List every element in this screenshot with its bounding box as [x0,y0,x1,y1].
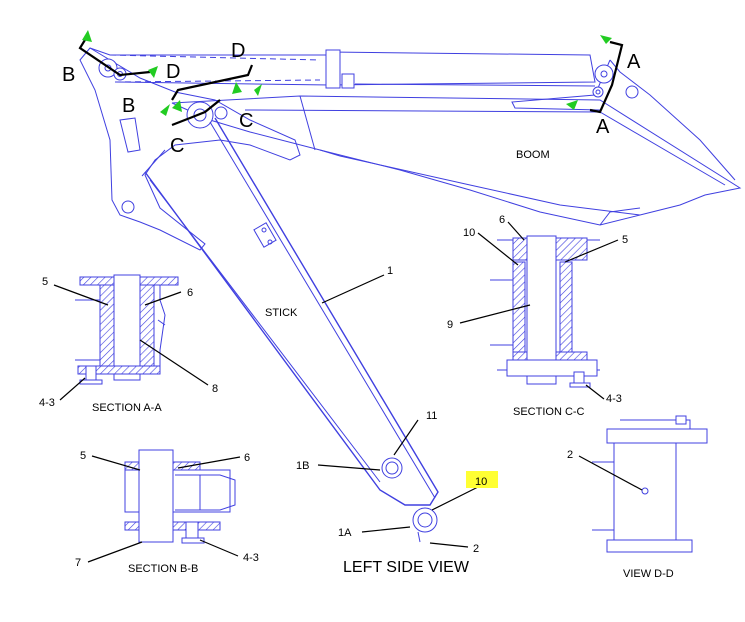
mark-c-right: C [239,110,253,132]
callout-1: 1 [387,265,393,277]
mark-c-left: C [170,135,184,157]
section-bb-drawing [124,449,236,544]
callout-7-bb: 7 [75,557,81,569]
callout-5-aa: 5 [42,276,48,288]
callout-10-cc: 10 [463,227,475,239]
callout-1b: 1B [296,460,309,472]
callout-4-3-cc: 4-3 [606,393,622,405]
mark-b-bottom: B [122,95,135,117]
highlight-box-10 [466,471,498,488]
section-bb-caption: SECTION B-B [128,563,198,575]
stick-outline [141,117,439,543]
view-dd-drawing [592,415,708,553]
mark-d-left: D [166,61,180,83]
callout-10: 10 [475,476,487,488]
callout-6-bb: 6 [244,452,250,464]
left-side-view-title: LEFT SIDE VIEW [343,559,470,576]
stick-label: STICK [265,307,298,319]
boom-label: BOOM [516,149,550,161]
cut-mark-a [566,35,624,114]
section-aa-caption: SECTION A-A [92,402,162,414]
leader-lines [53,221,643,563]
callout-5-bb: 5 [80,450,86,462]
callout-9-cc: 9 [447,319,453,331]
section-cc-caption: SECTION C-C [513,406,585,418]
callout-4-3-aa: 4-3 [39,397,55,409]
mark-d-top: D [231,40,245,62]
callout-6-cc: 6 [499,214,505,226]
callout-8-aa: 8 [212,383,218,395]
callout-2-dd: 2 [567,449,573,461]
mark-b-top: B [62,64,75,86]
callout-6-aa: 6 [187,287,193,299]
section-cc-drawing [490,235,600,388]
callout-4-3-bb: 4-3 [243,552,259,564]
section-aa-drawing [75,274,179,385]
view-dd-caption: VIEW D-D [623,568,674,580]
mark-a-top: A [627,51,641,73]
cut-mark-c [160,82,242,127]
callout-2-stick: 2 [473,543,479,555]
callout-1a: 1A [338,527,352,539]
callout-5-cc: 5 [622,234,628,246]
callout-11: 11 [426,410,437,422]
mark-a-bottom: A [596,116,610,138]
cut-mark-d [171,64,262,112]
cut-mark-b [78,30,158,78]
